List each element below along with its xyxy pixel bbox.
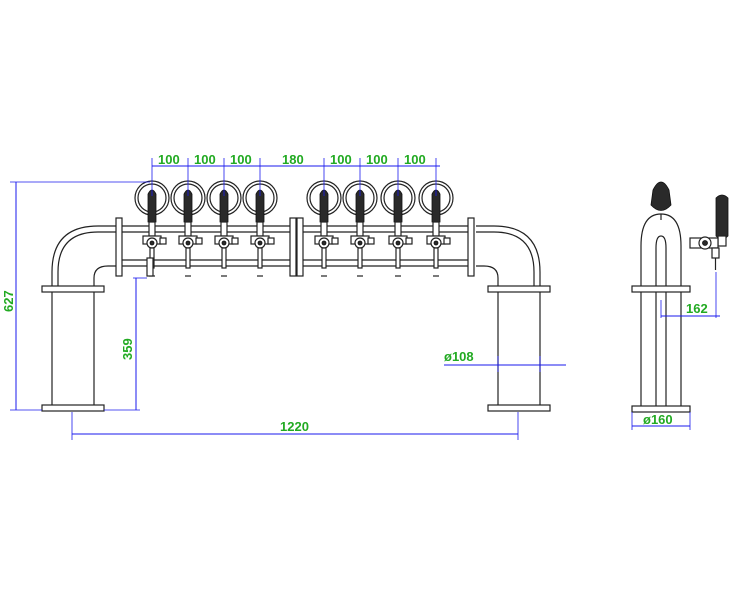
dimensions: 100 100 100 180 100 100 100 627 359 bbox=[1, 152, 720, 440]
overall-width-dimension: 1220 bbox=[71, 412, 519, 440]
flange-left bbox=[115, 217, 123, 277]
outlet-tube bbox=[146, 257, 154, 277]
side-view bbox=[631, 181, 729, 413]
front-view bbox=[41, 180, 551, 412]
dim-label-pipe-diameter: ø108 bbox=[444, 349, 474, 364]
base-diameter-dimension: ø160 bbox=[631, 412, 691, 430]
side-tap-handle-top bbox=[650, 181, 672, 211]
beer-tap bbox=[170, 180, 206, 277]
dim-label-spacing-4: 100 bbox=[330, 152, 352, 167]
left-leg bbox=[41, 285, 105, 412]
dim-label-overall-height: 627 bbox=[1, 290, 16, 312]
right-leg bbox=[487, 285, 551, 412]
dim-label-spacing-1: 100 bbox=[158, 152, 180, 167]
tap-projection-dimension: 162 bbox=[660, 272, 720, 318]
dim-label-overall-width: 1220 bbox=[280, 419, 309, 434]
dim-label-leg-height: 359 bbox=[120, 338, 135, 360]
left-elbow bbox=[51, 225, 116, 286]
beer-tap bbox=[206, 180, 242, 277]
dim-label-spacing-6: 100 bbox=[404, 152, 426, 167]
flange-center-left bbox=[289, 217, 297, 277]
dim-label-spacing-2: 100 bbox=[194, 152, 216, 167]
dim-label-center-gap: 180 bbox=[282, 152, 304, 167]
flange-right bbox=[467, 217, 475, 277]
beer-tap bbox=[380, 180, 416, 277]
beer-tap bbox=[242, 180, 278, 277]
dim-label-tap-projection: 162 bbox=[686, 301, 708, 316]
overall-height-dimension: 627 bbox=[1, 181, 150, 411]
flange-center-right bbox=[296, 217, 304, 277]
beer-tap bbox=[306, 180, 342, 277]
dim-label-base-diameter: ø160 bbox=[643, 412, 673, 427]
leg-height-dimension: 359 bbox=[104, 277, 147, 411]
dim-label-spacing-3: 100 bbox=[230, 152, 252, 167]
side-tap bbox=[689, 194, 729, 270]
tap-spacing-dimension: 100 100 100 180 100 100 100 bbox=[151, 152, 440, 196]
pipe-diameter-dimension: ø108 bbox=[444, 349, 566, 372]
beer-tap bbox=[342, 180, 378, 277]
dim-label-spacing-5: 100 bbox=[366, 152, 388, 167]
beer-tap bbox=[134, 180, 170, 277]
right-elbow bbox=[476, 225, 541, 286]
